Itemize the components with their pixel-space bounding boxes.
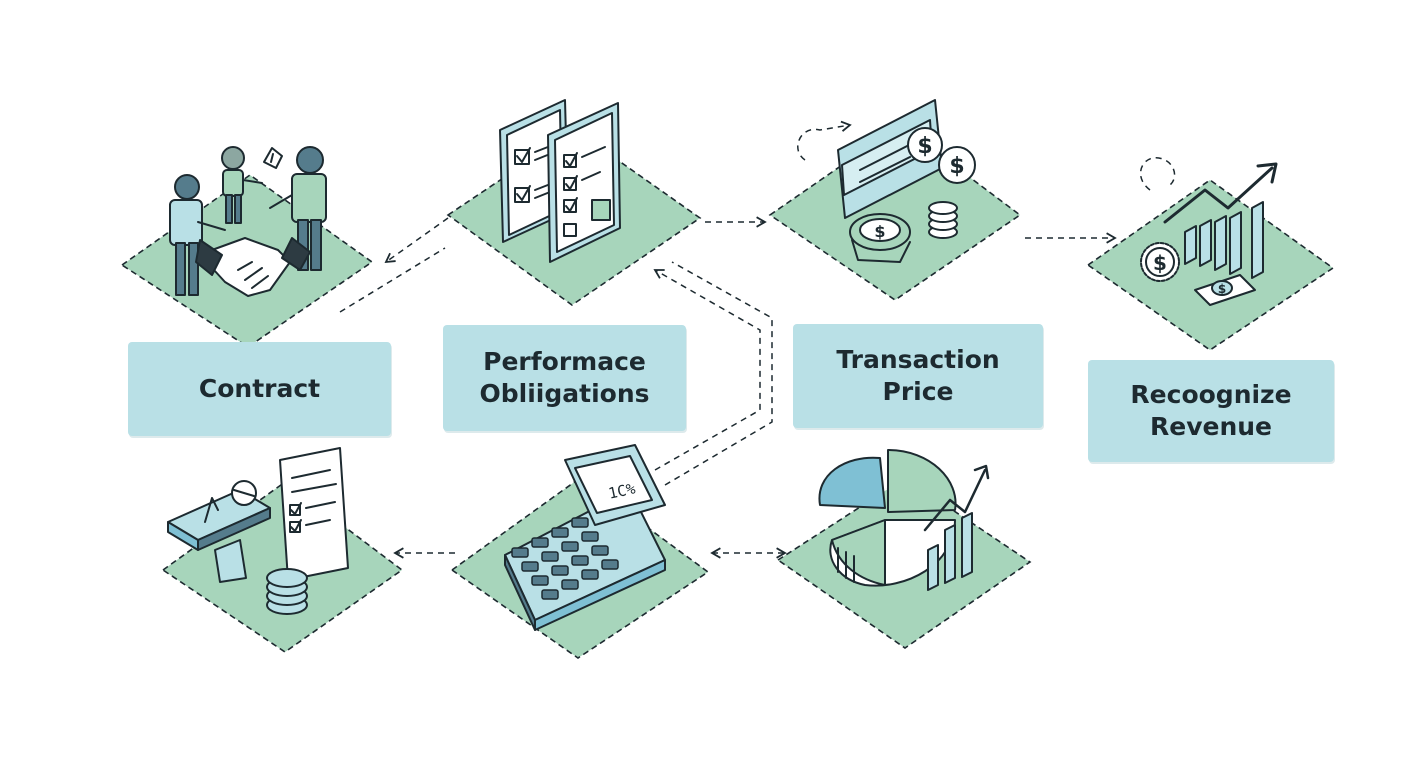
pie-chart-icon [818, 449, 990, 591]
label-revenue-line-1: Recoognize [1130, 380, 1292, 409]
svg-text:$: $ [1218, 282, 1226, 296]
connector-performance-to-contract [384, 217, 449, 264]
revenue-growth-icon: $ $ [1140, 162, 1278, 306]
checklist-icon [499, 99, 621, 263]
people-handshake-icon [169, 146, 327, 297]
label-transaction-price: Transaction Price [793, 324, 1043, 428]
connector-contract-lower [339, 247, 446, 313]
label-performance-obligations: Performace Obliigations [443, 325, 686, 431]
signing-document-icon [167, 447, 349, 615]
tile-revenue [1086, 179, 1335, 351]
calculator-display-text: 1C% [607, 479, 637, 502]
svg-text:$: $ [874, 222, 885, 241]
connector-revenue-loop [1139, 157, 1176, 191]
calculator-icon: 1C% [504, 444, 666, 631]
label-performance-line-2: Obliigations [479, 379, 650, 408]
label-contract: Contract [128, 342, 391, 436]
connector-price-loop [797, 120, 852, 161]
label-recognize-revenue: Recoognize Revenue [1088, 360, 1334, 462]
svg-text:$: $ [1153, 251, 1167, 275]
label-revenue-line-2: Revenue [1149, 412, 1272, 441]
connector-calculator-to-performance [653, 269, 761, 471]
money-bill-icon: $ $ $ [837, 99, 976, 263]
label-price-line-2: Price [882, 377, 954, 406]
connector-calculator-to-performance-2 [664, 261, 773, 486]
svg-text:$: $ [917, 134, 932, 159]
label-price-line-1: Transaction [836, 345, 1000, 374]
label-contract-line-1: Contract [198, 374, 321, 403]
svg-text:$: $ [949, 154, 964, 179]
label-performance-line-1: Performace [483, 347, 646, 376]
